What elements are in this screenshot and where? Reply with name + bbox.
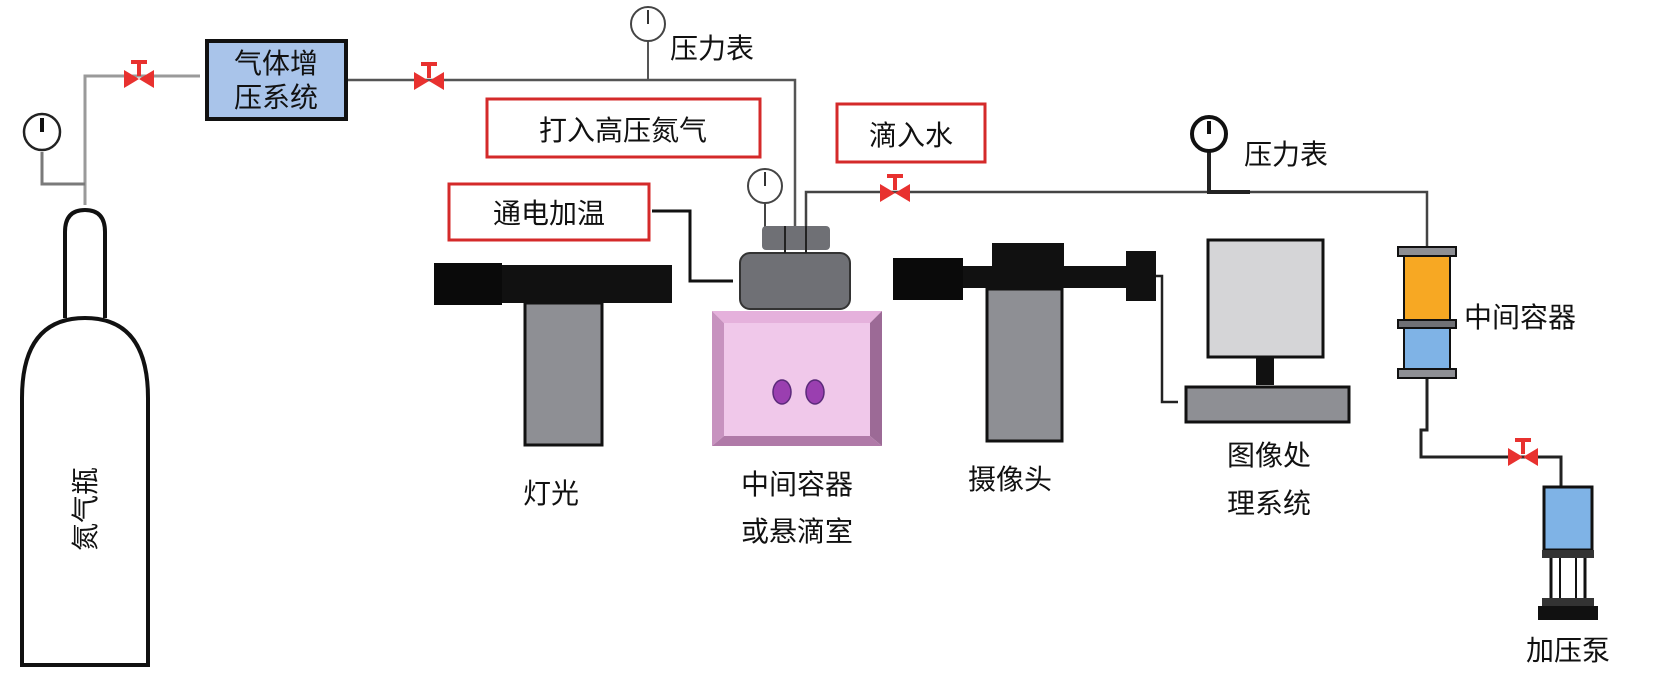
chamber-label-line2: 或悬滴室	[741, 515, 853, 548]
wire-heating	[652, 209, 733, 283]
pipe-cylinder-to-booster	[83, 74, 200, 205]
callout-heating: 通电加温	[447, 182, 651, 242]
intermediate-container-label: 中间容器	[1464, 301, 1576, 334]
gas-booster-label-line1: 气体增	[234, 47, 318, 80]
intermediate-chamber-or-droplet-cell: 中间容器 或悬滴室	[712, 226, 882, 548]
light-source: 灯光	[434, 263, 672, 510]
pressure-gauge-right-label: 压力表	[1244, 138, 1328, 171]
pressure-pump: 加压泵	[1526, 485, 1610, 667]
valve-3-icon	[880, 174, 910, 202]
pressure-gauge-right-icon	[1190, 115, 1228, 153]
image-processing-label-line1: 图像处	[1227, 439, 1311, 472]
gas-booster-label-line2: 压系统	[234, 81, 318, 114]
pressure-gauge-top-icon	[630, 6, 666, 42]
pressure-gauge-top-label: 压力表	[670, 32, 754, 65]
pipes	[40, 36, 1563, 487]
droplet-right	[805, 379, 825, 405]
callout-inject-nitrogen-text: 打入高压氮气	[539, 114, 707, 147]
nitrogen-cylinder-label: 氮气瓶	[69, 467, 102, 551]
image-processing-system: 图像处 理系统	[1184, 238, 1351, 520]
valve-2-icon	[414, 62, 444, 90]
camera: 摄像头	[893, 243, 1156, 496]
callout-drip-water: 滴入水	[835, 102, 987, 164]
intermediate-container-right: 中间容器	[1397, 246, 1576, 379]
callout-heating-text: 通电加温	[493, 197, 605, 230]
camera-label: 摄像头	[968, 463, 1052, 496]
pressure-pump-label: 加压泵	[1526, 634, 1610, 667]
callout-inject-nitrogen: 打入高压氮气	[485, 97, 762, 159]
pipe-gauge-branch-left	[40, 152, 85, 186]
image-processing-label-line2: 理系统	[1227, 487, 1311, 520]
light-label: 灯光	[523, 477, 579, 510]
pressure-gauge-left-icon	[22, 112, 62, 152]
callout-drip-water-text: 滴入水	[869, 119, 953, 152]
gas-booster-system: 气体增 压系统	[205, 39, 348, 121]
pipe-gauge-branch-right	[1207, 150, 1250, 194]
chamber-label-line1: 中间容器	[741, 468, 853, 501]
nitrogen-cylinder: 氮气瓶	[20, 207, 150, 667]
droplet-left	[772, 379, 792, 405]
pipe-container-to-pump	[1419, 378, 1563, 487]
pipe-water-line	[804, 190, 1429, 247]
valve-4-icon	[1508, 438, 1538, 466]
valve-1-icon	[124, 60, 154, 88]
pipe-booster-to-chamber	[346, 78, 797, 247]
